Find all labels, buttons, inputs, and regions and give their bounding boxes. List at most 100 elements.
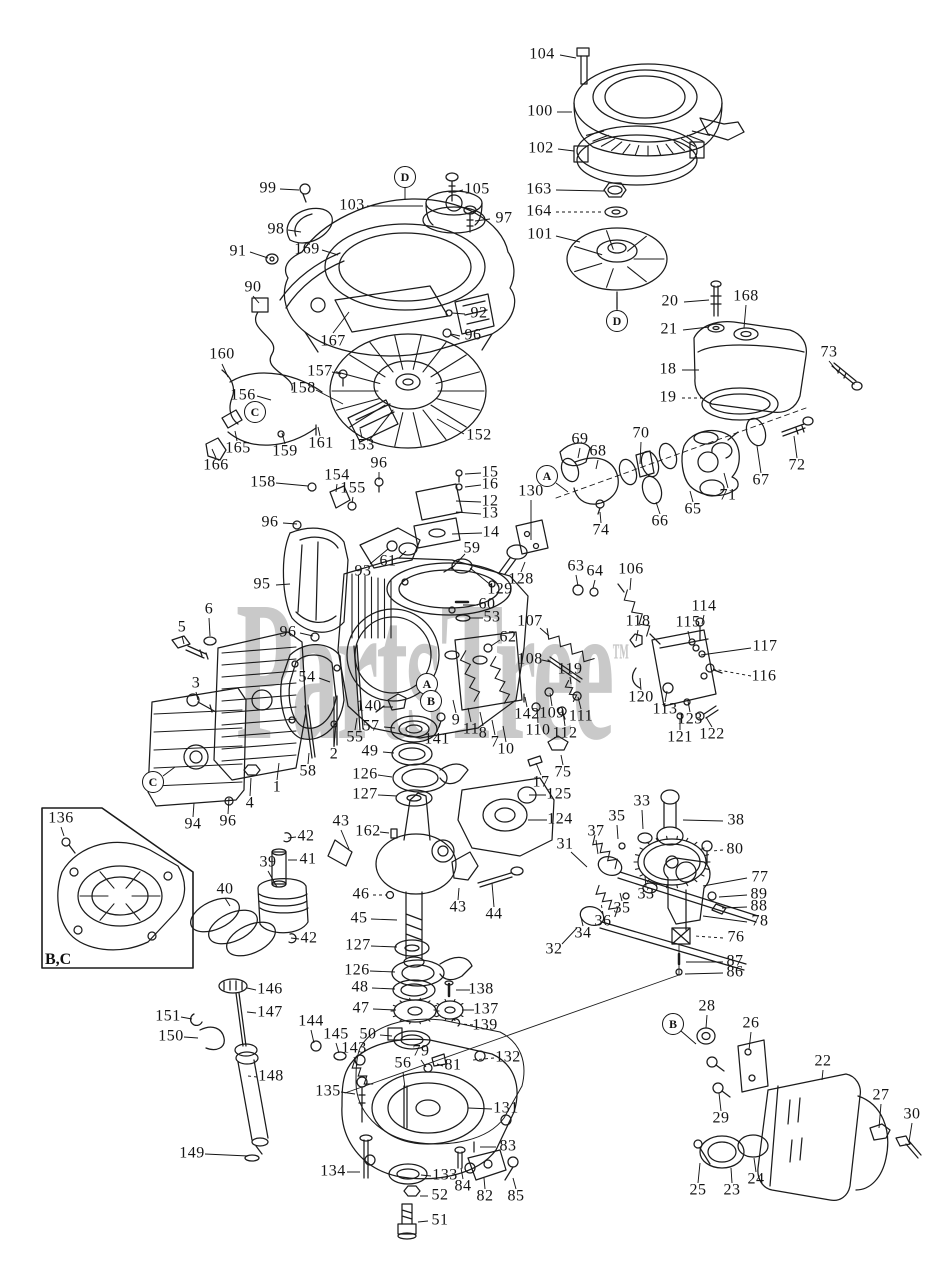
part-label: 66 bbox=[651, 512, 669, 530]
part-label: 9 bbox=[451, 711, 461, 729]
part-label: 52 bbox=[431, 1186, 449, 1204]
part-label: 43 bbox=[449, 898, 467, 916]
part-label: 6 bbox=[204, 600, 214, 618]
part-label: 41 bbox=[299, 850, 317, 868]
part-label: 75 bbox=[554, 763, 572, 781]
part-label: 51 bbox=[431, 1211, 449, 1229]
part-label: 152 bbox=[466, 426, 492, 444]
part-label: 95 bbox=[253, 575, 271, 593]
part-label: 80 bbox=[726, 840, 744, 858]
part-label: 88 bbox=[750, 897, 768, 915]
part-label: 83 bbox=[499, 1137, 517, 1155]
section-marker: C bbox=[244, 401, 266, 423]
section-marker: C bbox=[142, 771, 164, 793]
part-label: 94 bbox=[184, 815, 202, 833]
part-label: 50 bbox=[359, 1025, 377, 1043]
part-label: 69 bbox=[571, 430, 589, 448]
part-label: 112 bbox=[552, 724, 578, 742]
part-label: 99 bbox=[259, 179, 277, 197]
part-label: 130 bbox=[518, 482, 544, 500]
part-label: 3 bbox=[191, 674, 201, 692]
part-label: 89 bbox=[750, 885, 768, 903]
part-label: 96 bbox=[219, 812, 237, 830]
part-label: 116 bbox=[751, 667, 777, 685]
part-label: 128 bbox=[508, 570, 534, 588]
part-label: 60 bbox=[478, 595, 496, 613]
part-label: 33 bbox=[633, 792, 651, 810]
part-label: 96 bbox=[370, 454, 388, 472]
part-label: 163 bbox=[526, 180, 552, 198]
part-label: 160 bbox=[209, 345, 235, 363]
part-label: 119 bbox=[557, 660, 583, 678]
part-label: 97 bbox=[495, 209, 513, 227]
part-label: 161 bbox=[308, 434, 334, 452]
part-label: 162 bbox=[355, 822, 381, 840]
part-label: 108 bbox=[517, 650, 543, 668]
part-label: 85 bbox=[507, 1187, 525, 1205]
part-label: 86 bbox=[726, 963, 744, 981]
part-label: 12 bbox=[481, 492, 499, 510]
part-label: 149 bbox=[179, 1144, 205, 1162]
part-label: 137 bbox=[473, 1000, 499, 1018]
part-label: 92 bbox=[470, 304, 488, 322]
part-label: 49 bbox=[361, 742, 379, 760]
part-label: 124 bbox=[547, 810, 573, 828]
part-label: 54 bbox=[298, 668, 316, 686]
part-label: 144 bbox=[298, 1012, 324, 1030]
part-label: 77 bbox=[751, 868, 769, 886]
part-label: 151 bbox=[155, 1007, 181, 1025]
part-label: 117 bbox=[752, 637, 778, 655]
part-label: 104 bbox=[529, 45, 555, 63]
part-label: 72 bbox=[788, 456, 806, 474]
part-label: 58 bbox=[299, 762, 317, 780]
part-label: 127 bbox=[345, 936, 371, 954]
part-label: 68 bbox=[589, 442, 607, 460]
part-label: 14 bbox=[482, 523, 500, 541]
part-label: 48 bbox=[351, 978, 369, 996]
part-label: 96 bbox=[464, 326, 482, 344]
part-label: 110 bbox=[525, 721, 551, 739]
part-label: 2 bbox=[329, 745, 339, 763]
part-label: 81 bbox=[444, 1056, 462, 1074]
part-label: 129 bbox=[487, 580, 513, 598]
part-label: 101 bbox=[527, 225, 553, 243]
part-label: 156 bbox=[230, 386, 256, 404]
part-label: 127 bbox=[352, 785, 378, 803]
part-label: 31 bbox=[556, 835, 574, 853]
section-marker: B bbox=[420, 690, 442, 712]
part-label: 131 bbox=[493, 1099, 519, 1117]
part-label: 143 bbox=[341, 1039, 367, 1057]
part-label: 40 bbox=[216, 880, 234, 898]
inset-box-label: B,C bbox=[45, 951, 72, 968]
part-label: 70 bbox=[632, 424, 650, 442]
part-label: 22 bbox=[814, 1052, 832, 1070]
part-label: 142 bbox=[514, 705, 540, 723]
part-label: 35 bbox=[608, 807, 626, 825]
part-label: 1 bbox=[272, 778, 282, 796]
part-label: 132 bbox=[495, 1048, 521, 1066]
part-label: 65 bbox=[684, 500, 702, 518]
part-label: 166 bbox=[203, 456, 229, 474]
part-label: 91 bbox=[229, 242, 247, 260]
part-label: 141 bbox=[424, 730, 450, 748]
part-label: 73 bbox=[820, 343, 838, 361]
part-label: 8 bbox=[478, 724, 488, 742]
part-label: 35 bbox=[613, 899, 631, 917]
part-label: 4 bbox=[245, 794, 255, 812]
part-label: 136 bbox=[48, 809, 74, 827]
part-label: 158 bbox=[250, 473, 276, 491]
part-label: 64 bbox=[586, 562, 604, 580]
part-label: 34 bbox=[574, 924, 592, 942]
part-label: 150 bbox=[158, 1027, 184, 1045]
part-label: 164 bbox=[526, 202, 552, 220]
part-label: 32 bbox=[545, 940, 563, 958]
part-label: 107 bbox=[517, 612, 543, 630]
part-label: 13 bbox=[481, 504, 499, 522]
part-label: 26 bbox=[742, 1014, 760, 1032]
part-label: 100 bbox=[527, 102, 553, 120]
part-label: 103 bbox=[339, 196, 365, 214]
part-label: 145 bbox=[323, 1025, 349, 1043]
part-label: 67 bbox=[752, 471, 770, 489]
part-label: 87 bbox=[726, 952, 744, 970]
